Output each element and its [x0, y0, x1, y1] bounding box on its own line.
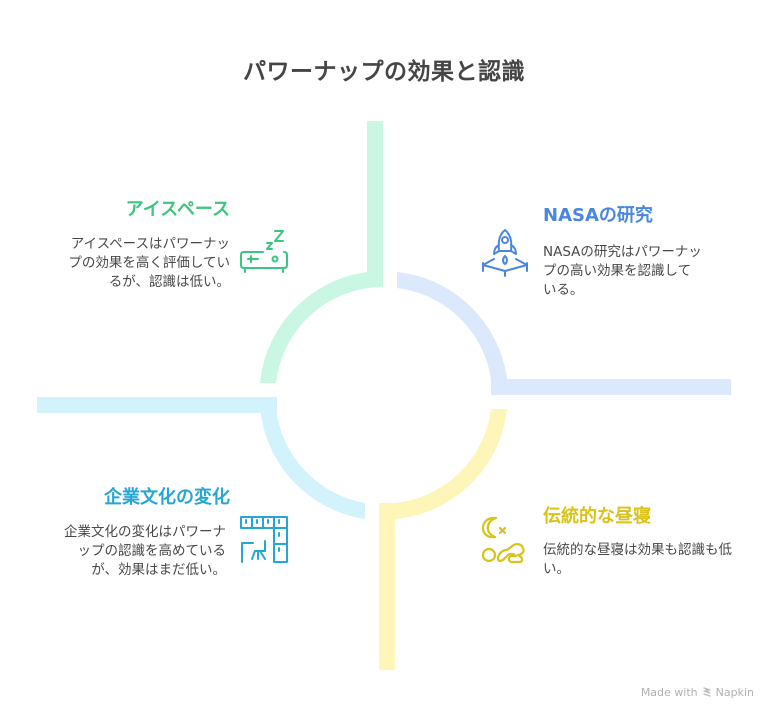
- quadrant-body-container: 伝統的な昼寝は効果も認識も低い。: [543, 541, 733, 579]
- quadrant-heading: 企業文化の変化: [104, 487, 230, 508]
- quadrant-body-container: 企業文化の変化はパワーナップの認識を高めているが、効果はまだ低い。: [58, 523, 226, 580]
- footer-attribution: Made with Napkin: [641, 686, 754, 699]
- quadrant-heading: 伝統的な昼寝: [543, 506, 651, 527]
- quadrant-arc-cyan: [37, 397, 365, 519]
- quadrant-body: 企業文化の変化はパワーナップの認識を高めているが、効果はまだ低い。: [64, 524, 226, 578]
- napkin-logo-icon: [702, 687, 711, 697]
- office-desk-lockers-icon: [240, 516, 288, 563]
- quadrant-heading: NASAの研究: [543, 205, 653, 226]
- quadrant-body-container: アイスペースはパワーナップの効果を高く評価しているが、認識は低い。: [60, 235, 230, 292]
- moon-sleeping-person-icon: [481, 516, 525, 564]
- made-with-label: Made with: [640, 686, 698, 699]
- quadrant-arc-green: [260, 121, 383, 383]
- sleeping-bed-icon: [240, 230, 288, 273]
- quadrant-body: NASAの研究はパワーナップの高い効果を認識している。: [543, 244, 702, 298]
- quadrant-nasa-research: NASAの研究: [543, 204, 718, 228]
- rocket-launch-icon: [482, 229, 528, 277]
- quadrant-body: 伝統的な昼寝は効果も認識も低い。: [543, 542, 732, 577]
- quadrant-ice-space: アイスペース: [60, 198, 230, 222]
- napkin-brand-label: Napkin: [715, 686, 754, 699]
- quadrant-corporate-culture: 企業文化の変化: [55, 486, 230, 510]
- quadrant-body-container: NASAの研究はパワーナップの高い効果を認識している。: [543, 243, 703, 300]
- quadrant-heading: アイスペース: [125, 199, 230, 220]
- quadrant-arc-blue: [397, 272, 731, 395]
- page-title: パワーナップの効果と認識: [243, 59, 525, 85]
- quadrant-traditional-nap: 伝統的な昼寝: [543, 505, 733, 529]
- quadrant-body: アイスペースはパワーナップの効果を高く評価しているが、認識は低い。: [68, 236, 230, 290]
- quadrant-arc-yellow: [379, 409, 507, 670]
